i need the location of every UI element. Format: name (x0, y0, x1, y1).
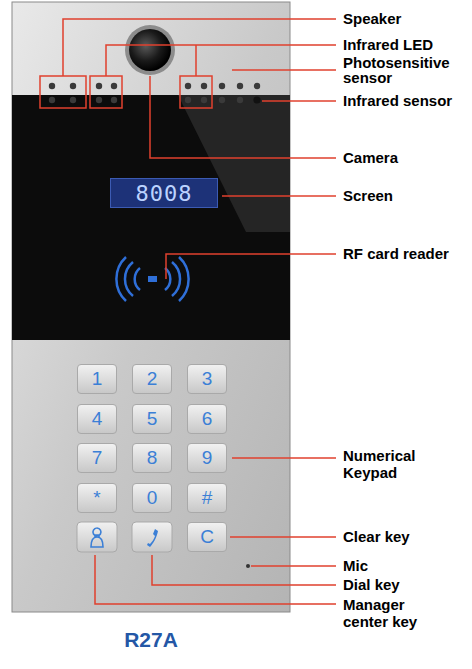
key-label: 2 (147, 368, 158, 390)
glass-reflection (178, 95, 290, 232)
grille-dots (49, 83, 261, 104)
led-box (90, 76, 122, 108)
manager-icon (91, 528, 103, 547)
camera-lens (129, 29, 171, 71)
leader-line (152, 555, 336, 585)
callout-label: Dial key (343, 576, 463, 593)
keypad-key: # (187, 483, 227, 513)
grille-dot (111, 83, 117, 89)
callout-label: Camera (343, 149, 463, 166)
leader-line (232, 69, 336, 71)
black-band (12, 95, 290, 340)
grille-dot (237, 83, 243, 89)
key-label: 7 (92, 447, 103, 469)
grille-dot (201, 83, 207, 89)
key-label: 0 (147, 487, 158, 509)
key-label: 1 (92, 368, 103, 390)
callout-label: Screen (343, 187, 463, 204)
rf-waves (165, 257, 189, 301)
callout-label: Numerical Keypad (343, 447, 443, 481)
keypad-key: 1 (77, 364, 117, 394)
leader-line (150, 76, 336, 158)
callout-label: Infrared sensor (343, 92, 467, 109)
keypad-key: 5 (132, 404, 172, 434)
key-label: 3 (202, 368, 213, 390)
grille-dot (201, 97, 207, 103)
rf-symbol (148, 276, 157, 282)
mic-hole (246, 564, 250, 568)
camera-ring (125, 25, 175, 75)
key-label: 6 (202, 408, 213, 430)
manager-key (77, 522, 117, 552)
grille-dot (111, 97, 117, 103)
callout-label: Mic (343, 557, 463, 574)
leader-line (251, 565, 336, 567)
grille-dot (96, 83, 102, 89)
grille-dot (49, 97, 55, 103)
grille-dot (237, 97, 243, 103)
keypad-key: 3 (187, 364, 227, 394)
screen-display: 8008 (110, 178, 218, 208)
leader-line (222, 195, 336, 197)
key-label: 9 (202, 447, 213, 469)
callout-label: Manager center key (343, 596, 447, 630)
dial-icon (147, 529, 158, 547)
speaker-box (40, 76, 86, 108)
grille-dot (96, 97, 102, 103)
leader-line (166, 254, 336, 279)
keypad-key: * (77, 483, 117, 513)
keypad-key: 7 (77, 443, 117, 473)
grille-dot (254, 83, 260, 89)
keypad-key: 2 (132, 364, 172, 394)
key-label: 8008 (136, 181, 193, 206)
grille-dot (185, 83, 191, 89)
keypad-key: 0 (132, 483, 172, 513)
led-box (180, 76, 212, 108)
model-caption: R27A (12, 628, 290, 652)
callout-label: Speaker (343, 10, 463, 27)
callout-label: Infrared LED (343, 36, 463, 53)
key-label: 8 (147, 447, 158, 469)
key-label: * (93, 487, 100, 509)
grille-dot (219, 97, 225, 103)
infrared-sensor-dot (253, 96, 260, 103)
key-label: # (202, 487, 213, 509)
panel-housing (12, 2, 290, 612)
grille-dot (49, 83, 55, 89)
leader-lines (63, 19, 336, 604)
grille-dot (70, 83, 76, 89)
keypad-key: 6 (187, 404, 227, 434)
keypad-key: 8 (132, 443, 172, 473)
leader-line (95, 555, 336, 604)
dial-key (132, 522, 172, 552)
rf-waves (116, 257, 140, 301)
key-label: 4 (92, 408, 103, 430)
grille-dot (185, 97, 191, 103)
keypad-key: 4 (77, 404, 117, 434)
keypad-key: 9 (187, 443, 227, 473)
grille-dot (219, 83, 225, 89)
grille-dot (70, 97, 76, 103)
key-label: 5 (147, 408, 158, 430)
callout-label: RF card reader (343, 245, 467, 262)
leader-line (230, 536, 336, 538)
leader-line (232, 457, 336, 459)
leader-line (262, 100, 336, 102)
leader-line (106, 45, 336, 76)
callout-label: Photosensitive sensor (343, 55, 461, 85)
key-label: C (200, 526, 214, 548)
callout-label: Clear key (343, 528, 463, 545)
leader-line (63, 19, 336, 76)
clear-key: C (187, 522, 227, 552)
